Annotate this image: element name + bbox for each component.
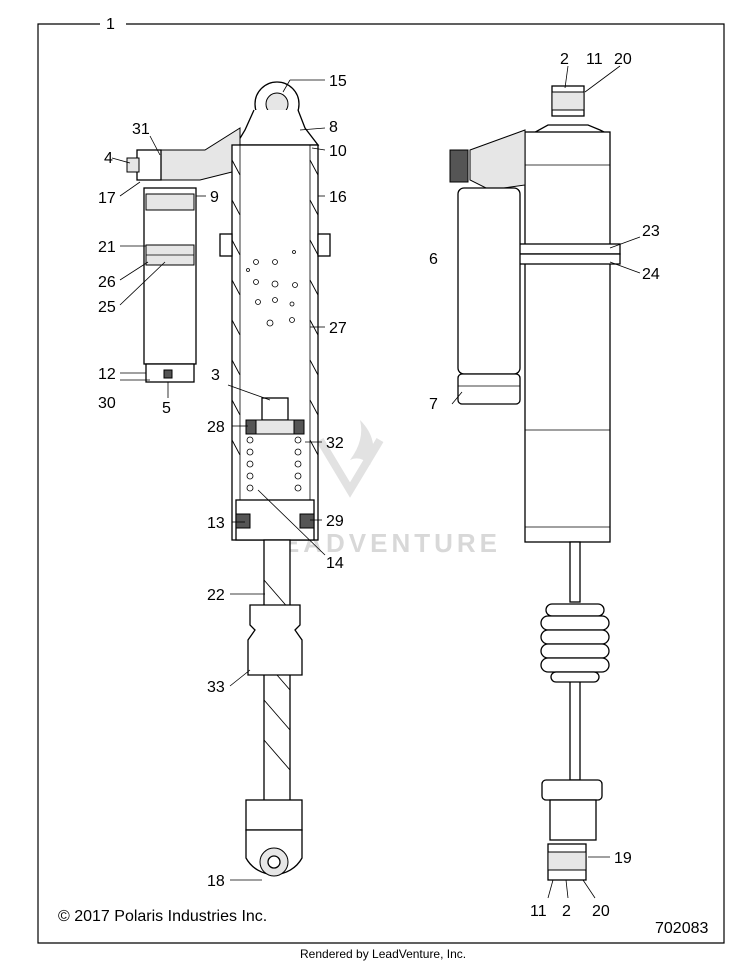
bump-stop (247, 604, 303, 676)
reservoir-body (143, 187, 197, 365)
callout-10: 10 (329, 143, 347, 160)
callout-29: 29 (326, 513, 344, 530)
diagram-number: 702083 (655, 920, 708, 937)
callout-6: 6 (429, 251, 438, 268)
callout-4: 4 (104, 150, 113, 167)
reservoir-section (126, 149, 197, 383)
copyright-text: © 2017 Polaris Industries Inc. (58, 908, 267, 925)
callout-24: 24 (642, 266, 660, 283)
callout-33: 33 (207, 679, 225, 696)
callout-22: 22 (207, 587, 225, 604)
callout-11-bottom: 11 (530, 903, 547, 920)
frame-border (37, 23, 725, 944)
adjuster-knob (136, 149, 162, 181)
reservoir-exterior (457, 187, 521, 375)
callout-20-top: 20 (614, 51, 632, 68)
callout-labels: 15 8 10 16 31 4 17 9 21 26 25 27 12 30 5… (98, 51, 660, 920)
body-wall-hatch (231, 159, 319, 456)
reservoir-arm (149, 127, 241, 181)
callout-21: 21 (98, 239, 116, 256)
callout-11-top: 11 (586, 51, 603, 68)
callout-16: 16 (329, 189, 347, 206)
adjuster-exterior (449, 149, 469, 183)
upper-mount-body (234, 109, 320, 146)
callout-15: 15 (329, 73, 347, 90)
leader-lines (111, 65, 641, 899)
callout-2-bottom: 2 (562, 903, 571, 920)
callout-13: 13 (207, 515, 225, 532)
callout-2-top: 2 (560, 51, 569, 68)
rebound-spring (246, 436, 302, 492)
adjuster-cap (126, 157, 140, 173)
callout-31: 31 (132, 121, 150, 138)
callout-14: 14 (326, 555, 344, 572)
reservoir-arm-exterior (469, 129, 526, 191)
callout-19: 19 (614, 850, 632, 867)
callout-1: 1 (106, 16, 115, 33)
callout-20-bottom: 20 (592, 903, 610, 920)
band-23 (514, 243, 621, 255)
callout-12: 12 (98, 366, 116, 383)
footer-text: Rendered by LeadVenture, Inc. (300, 947, 466, 961)
callout-18: 18 (207, 873, 225, 890)
callout-32: 32 (326, 435, 344, 452)
callout-30: 30 (98, 395, 116, 412)
callout-23: 23 (642, 223, 660, 240)
shaft-exterior (569, 541, 581, 603)
callout-5: 5 (162, 400, 171, 417)
bleed-holes (246, 250, 298, 327)
shock-body-exterior (524, 131, 611, 543)
band-24 (514, 253, 621, 265)
bump-stop-exterior (540, 603, 610, 683)
watermark: LEADVENTURE (262, 420, 497, 558)
section-view-shock (149, 81, 331, 877)
callout-28: 28 (207, 419, 225, 436)
shaft-top (261, 397, 289, 421)
clamp-right (317, 233, 331, 257)
shock-body (231, 144, 319, 541)
reservoir-cap-exterior (457, 373, 521, 405)
lower-clevis-exterior (541, 779, 603, 801)
callout-9: 9 (210, 189, 219, 206)
callout-17: 17 (98, 190, 116, 207)
callout-25: 25 (98, 299, 116, 316)
callout-27: 27 (329, 320, 347, 337)
callout-7: 7 (429, 396, 438, 413)
callout-3: 3 (211, 367, 220, 384)
lower-clevis (245, 799, 303, 831)
clamp-left (219, 233, 233, 257)
exterior-view-shock (449, 85, 621, 881)
callout-8: 8 (329, 119, 338, 136)
callout-26: 26 (98, 274, 116, 291)
lower-eye-neck (549, 799, 597, 841)
